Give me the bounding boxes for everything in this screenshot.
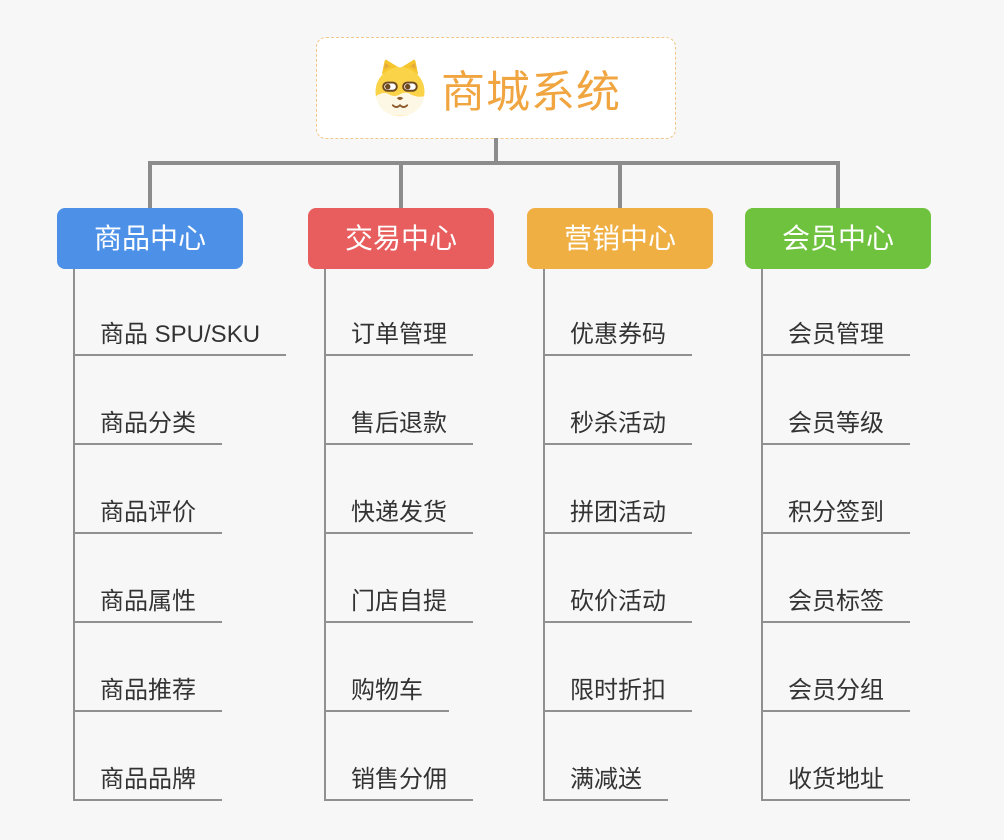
leaf-node[interactable]: 砍价活动	[543, 581, 692, 623]
leaf-node[interactable]: 收货地址	[761, 759, 910, 801]
leaf-node[interactable]: 限时折扣	[543, 670, 692, 712]
branch-trunk-line	[73, 269, 75, 801]
leaf-node[interactable]: 会员分组	[761, 670, 910, 712]
root-node[interactable]: 商城系统	[316, 37, 676, 139]
leaf-node[interactable]: 销售分佣	[324, 759, 473, 801]
branch-trunk-line	[324, 269, 326, 801]
branch-node-marketing-center[interactable]: 营销中心	[527, 208, 713, 269]
connector-branch-drop	[148, 163, 152, 208]
connector-horizontal-bus	[148, 161, 840, 165]
leaf-node[interactable]: 商品分类	[73, 403, 222, 445]
connector-branch-drop	[399, 163, 403, 208]
connector-branch-drop	[618, 163, 622, 208]
leaf-node[interactable]: 门店自提	[324, 581, 473, 623]
leaf-node[interactable]: 售后退款	[324, 403, 473, 445]
leaf-node[interactable]: 秒杀活动	[543, 403, 692, 445]
leaf-node[interactable]: 积分签到	[761, 492, 910, 534]
branch-node-member-center[interactable]: 会员中心	[745, 208, 931, 269]
connector-root-vertical	[494, 138, 498, 164]
leaf-node[interactable]: 订单管理	[324, 314, 473, 356]
leaf-node[interactable]: 满减送	[543, 759, 668, 801]
leaf-node[interactable]: 商品评价	[73, 492, 222, 534]
leaf-node[interactable]: 购物车	[324, 670, 449, 712]
leaf-node[interactable]: 会员等级	[761, 403, 910, 445]
leaf-node[interactable]: 拼团活动	[543, 492, 692, 534]
root-title: 商城系统	[441, 68, 621, 117]
leaf-node[interactable]: 商品推荐	[73, 670, 222, 712]
leaf-node[interactable]: 商品品牌	[73, 759, 222, 801]
branch-trunk-line	[761, 269, 763, 801]
connector-branch-drop	[836, 163, 840, 208]
leaf-node[interactable]: 优惠券码	[543, 314, 692, 356]
branch-node-trade-center[interactable]: 交易中心	[308, 208, 494, 269]
branch-node-product-center[interactable]: 商品中心	[57, 208, 243, 269]
leaf-node[interactable]: 商品 SPU/SKU	[73, 314, 287, 356]
leaf-node[interactable]: 商品属性	[73, 581, 222, 623]
leaf-node[interactable]: 会员标签	[761, 581, 910, 623]
leaf-node[interactable]: 会员管理	[761, 314, 910, 356]
dog-face-icon	[375, 59, 425, 117]
leaf-node[interactable]: 快递发货	[324, 492, 473, 534]
branch-trunk-line	[543, 269, 545, 801]
